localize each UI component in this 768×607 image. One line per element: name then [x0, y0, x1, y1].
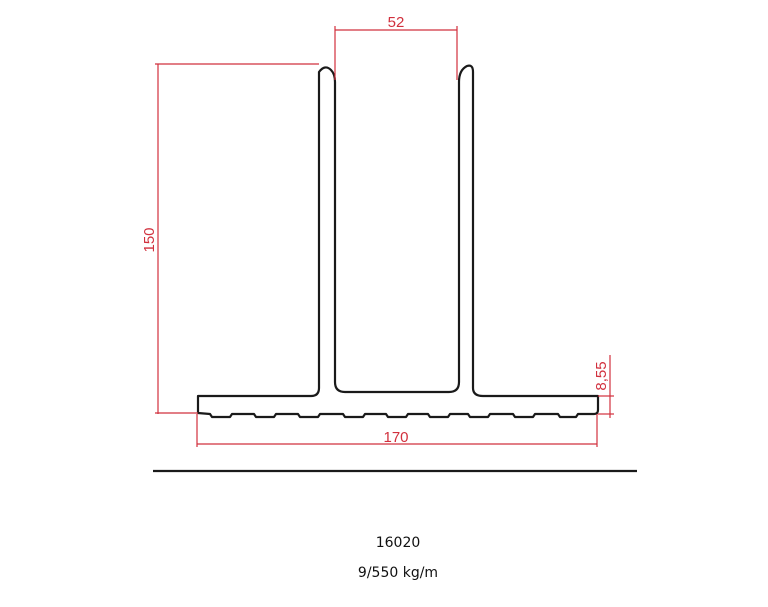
profile-outline — [196, 64, 600, 419]
dimension-gap — [334, 26, 458, 80]
dimension-height-label: 150 — [141, 227, 158, 252]
dimension-width-label: 170 — [383, 429, 408, 446]
profile-code: 16020 — [375, 535, 421, 551]
dimension-thickness-label: 8,55 — [593, 361, 610, 390]
dimension-width — [196, 414, 598, 447]
profile-weight: 9/550 kg/m — [357, 565, 439, 581]
dimension-thickness — [598, 355, 614, 418]
dimension-height — [155, 63, 319, 414]
dimension-gap-label: 52 — [388, 14, 405, 31]
